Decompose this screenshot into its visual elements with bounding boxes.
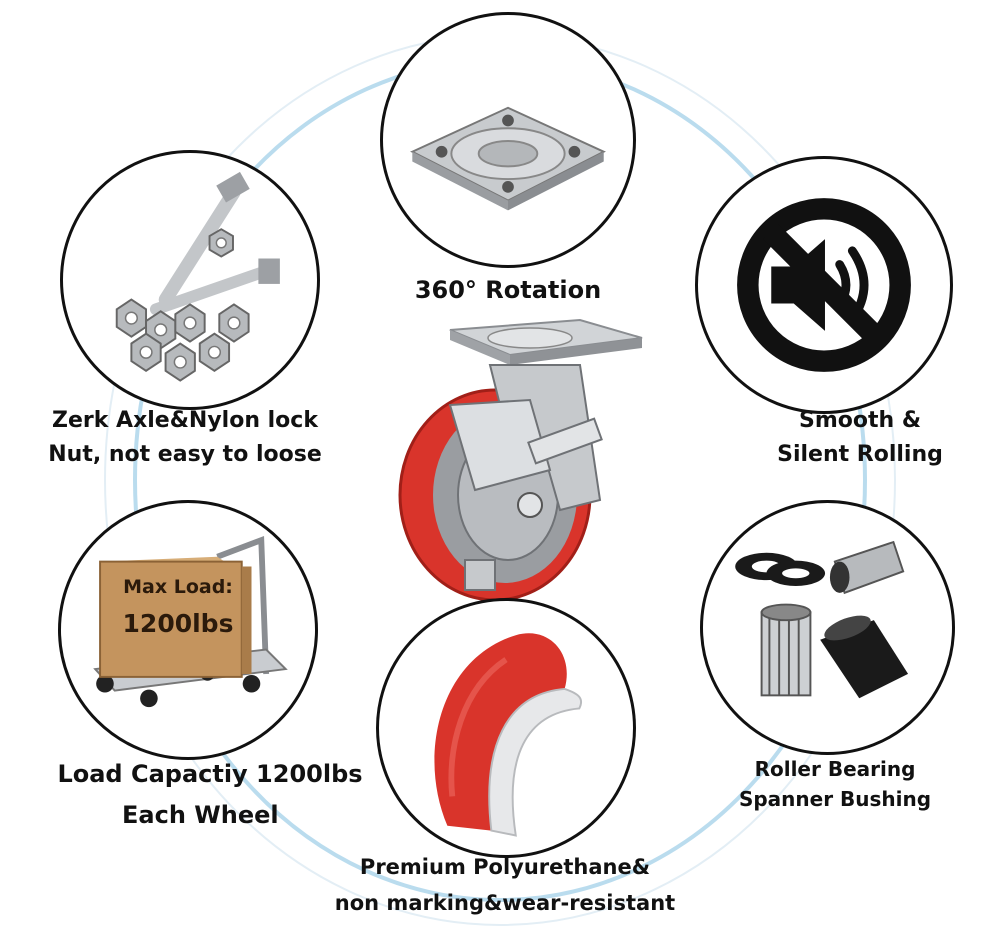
bolt-nut-icon <box>115 171 280 382</box>
axle-label: Zerk Axle&Nylon lock Nut, not easy to lo… <box>30 404 340 472</box>
bearing-circle <box>700 500 955 755</box>
cart-box-icon <box>93 535 288 708</box>
polyurethane-label: Premium Polyurethane& non marking&wear-r… <box>305 850 705 921</box>
caster-wheel-image <box>398 318 643 602</box>
silent-circle <box>695 156 953 414</box>
polyurethane-tread-icon <box>434 633 583 837</box>
polyurethane-label-line2: non marking&wear-resistant <box>334 890 676 915</box>
no-sound-icon <box>737 198 911 372</box>
polyurethane-circle <box>376 598 636 858</box>
bearing-bushing-icon <box>735 540 909 699</box>
load-circle: Max Load: 1200lbs <box>58 500 318 760</box>
load-label-line2: Each Wheel <box>122 800 279 829</box>
axle-label-line1: Zerk Axle&Nylon lock <box>52 408 318 433</box>
box-text: Max Load: 1200lbs <box>113 571 243 646</box>
rotation-label-line1: 360° Rotation <box>414 276 602 304</box>
bearing-label-line1: Roller Bearing <box>754 757 916 781</box>
polyurethane-label-line1: Premium Polyurethane& <box>359 855 651 879</box>
silent-label-line2: Silent Rolling <box>777 442 943 468</box>
axle-label-line2: Nut, not easy to loose <box>48 442 322 468</box>
swivel-plate-icon <box>410 106 606 211</box>
bearing-label-line2: Spanner Bushing <box>738 787 932 811</box>
rotation-plate-circle <box>380 12 636 268</box>
rotation-label: 360° Rotation <box>380 272 636 309</box>
box-max-load-label: Max Load: <box>123 576 233 598</box>
load-label-line1: Load Capactiy 1200lbs <box>57 760 363 788</box>
load-label: Load Capactiy 1200lbs Each Wheel <box>30 754 390 836</box>
axle-nut-circle <box>60 150 320 410</box>
silent-label-line1: Smooth & <box>798 408 922 433</box>
box-load-value: 1200lbs <box>122 609 234 639</box>
bearing-label: Roller Bearing Spanner Bushing <box>735 754 935 814</box>
silent-label: Smooth & Silent Rolling <box>745 404 975 472</box>
